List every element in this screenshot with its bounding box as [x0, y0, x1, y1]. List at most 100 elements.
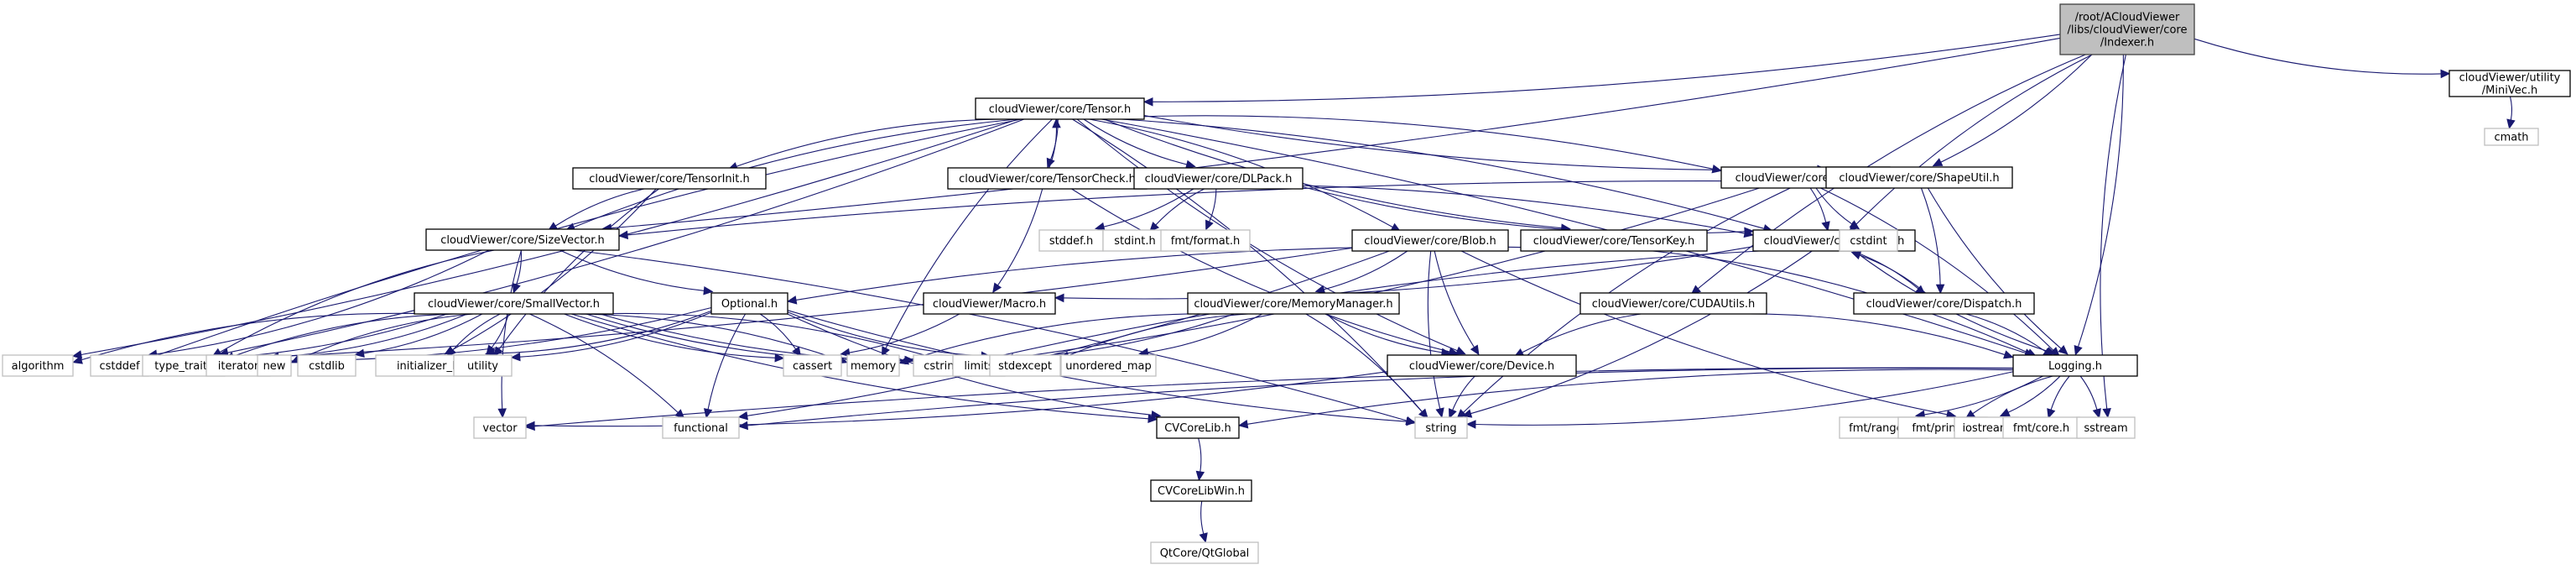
node-blob[interactable]: cloudViewer/core/Blob.h	[1351, 229, 1509, 252]
arrowhead-icon	[2102, 407, 2111, 419]
node-label: cloudViewer/core/DLPack.h	[1145, 173, 1293, 186]
edge-line	[1068, 313, 1248, 357]
edge-logging-to-sstream	[2079, 375, 2101, 419]
node-dlpack[interactable]: cloudViewer/core/DLPack.h	[1133, 167, 1304, 190]
node-cmath: cmath	[2484, 128, 2539, 146]
edge-line	[571, 313, 1149, 420]
edge-line	[979, 250, 1760, 361]
edge-indexer-to-dtype	[1849, 54, 2093, 233]
arrowhead-icon	[1455, 346, 1466, 355]
edge-optional-to-cvcorelib	[787, 313, 1162, 420]
node-optional[interactable]: Optional.h	[710, 292, 788, 315]
node-box	[2002, 416, 2080, 439]
node-shapeutil[interactable]: cloudViewer/core/ShapeUtil.h	[1825, 166, 2013, 189]
edge-line	[592, 312, 945, 362]
node-label: stddef.h	[1049, 235, 1093, 248]
node-dispatch[interactable]: cloudViewer/core/Dispatch.h	[1853, 292, 2035, 315]
edge-tensor-to-device	[1076, 118, 1466, 355]
node-cvcorelibwin[interactable]: CVCoreLibWin.h	[1150, 479, 1252, 502]
edge-smallvector-to-cstdlib	[354, 313, 483, 358]
node-cudautils[interactable]: cloudViewer/core/CUDAUtils.h	[1579, 292, 1767, 315]
edge-line	[1200, 500, 1205, 535]
edge-dispatch-to-dtype	[1850, 251, 1927, 294]
edge-line	[1155, 188, 1205, 226]
node-label: functional	[674, 422, 728, 435]
node-memorymanager[interactable]: cloudViewer/core/MemoryManager.h	[1187, 292, 1400, 315]
node-label: /Indexer.h	[2100, 37, 2154, 50]
edge-line	[1652, 250, 2029, 353]
edges-layer	[71, 34, 2516, 543]
edge-smallvector-to-cassert	[564, 313, 785, 363]
node-logging[interactable]: Logging.h	[2012, 354, 2138, 377]
arrowhead-icon	[898, 356, 909, 365]
arrowhead-icon	[2047, 408, 2056, 419]
node-box	[257, 354, 292, 377]
node-box	[1579, 292, 1767, 315]
node-box	[710, 292, 788, 315]
node-macro[interactable]: cloudViewer/Macro.h	[923, 292, 1056, 315]
node-box	[425, 228, 620, 251]
edge-tensorinit-to-sizevector	[547, 188, 645, 232]
node-label: type_traits	[154, 360, 213, 373]
edge-line	[363, 313, 483, 354]
node-tensor[interactable]: cloudViewer/core/Tensor.h	[975, 97, 1145, 120]
edge-minivec-to-cmath	[2506, 96, 2516, 130]
edge-line	[1143, 115, 1714, 170]
node-device[interactable]: cloudViewer/core/Device.h	[1387, 354, 1577, 377]
node-sizevector[interactable]: cloudViewer/core/SizeVector.h	[425, 228, 620, 251]
edge-line	[1855, 54, 2093, 226]
edge-line	[156, 247, 1353, 363]
node-box	[1150, 479, 1252, 502]
node-box	[1038, 229, 1104, 252]
edge-line	[1143, 115, 1819, 171]
node-minivec[interactable]: cloudViewer/utility/MiniVec.h	[2449, 70, 2571, 97]
edge-logging-to-string	[1465, 371, 2014, 429]
node-memory: memory	[846, 354, 900, 377]
edge-dtype-to-macro	[1054, 246, 1754, 303]
node-tensorinit[interactable]: cloudViewer/core/TensorInit.h	[572, 167, 767, 190]
node-label: cloudViewer/core/MemoryManager.h	[1194, 298, 1392, 311]
arrowhead-icon	[737, 421, 749, 431]
node-tensorcheck[interactable]: cloudViewer/core/TensorCheck.h	[947, 167, 1147, 190]
node-label: cstdint	[1850, 235, 1886, 248]
edge-line	[2077, 54, 2124, 348]
node-label: cstring	[924, 360, 960, 373]
edge-line	[494, 310, 712, 354]
node-box	[473, 416, 527, 439]
edge-blob-to-device	[1434, 250, 1480, 356]
edge-dlpack-to-fmtformat	[1205, 188, 1217, 231]
edge-line	[1324, 313, 1443, 353]
edge-line	[1209, 188, 1217, 222]
edge-logging-to-cvcorelib	[1237, 369, 2014, 429]
edge-optional-to-functional	[703, 313, 747, 419]
node-box	[1414, 416, 1468, 439]
edge-line	[533, 367, 2014, 427]
node-label: new	[263, 360, 286, 373]
edge-line	[1820, 187, 2054, 351]
node-label: /MiniVec.h	[2482, 85, 2537, 97]
arrowhead-icon	[1935, 284, 1945, 295]
node-tensorkey[interactable]: cloudViewer/core/TensorKey.h	[1520, 229, 1708, 252]
edge-blob-to-string	[1427, 250, 1444, 418]
node-fmtformat: fmt/format.h	[1160, 229, 1251, 252]
arrowhead-icon	[1149, 222, 1160, 233]
edge-line	[1146, 184, 1746, 234]
node-label: string	[1425, 422, 1456, 435]
arrowhead-icon	[1237, 420, 1249, 429]
node-label: cloudViewer/core/SizeVector.h	[440, 234, 605, 247]
node-label: unordered_map	[1065, 360, 1152, 373]
edge-line	[81, 312, 434, 361]
node-box	[1520, 229, 1708, 252]
edge-line	[2007, 375, 2061, 413]
node-smallvector[interactable]: cloudViewer/core/SmallVector.h	[414, 292, 614, 315]
node-label: cloudViewer/core/ShapeUtil.h	[1839, 172, 1999, 185]
node-qtglobal: QtCore/QtGlobal	[1150, 541, 1259, 564]
edge-line	[1470, 250, 1813, 415]
edge-line	[1923, 375, 2043, 416]
edge-line	[736, 118, 1002, 167]
edge-cvcorelibwin-to-qtglobal	[1199, 500, 1208, 543]
edge-line	[81, 118, 1018, 356]
edge-line	[1460, 250, 1948, 416]
edge-tensor-to-scalar	[1143, 115, 1723, 174]
node-cvcorelib[interactable]: CVCoreLib.h	[1156, 416, 1240, 439]
